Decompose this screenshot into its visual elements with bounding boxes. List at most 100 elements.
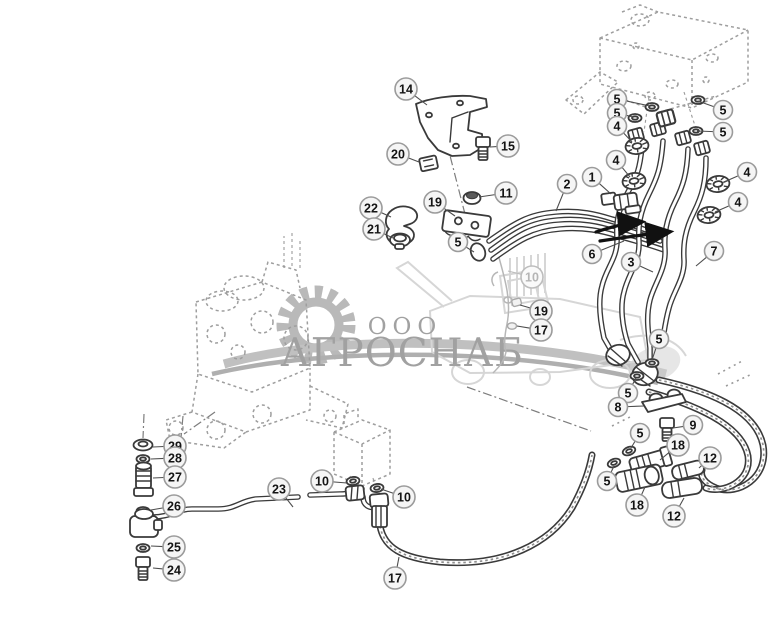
callout-4: 4 [714,191,749,213]
svg-text:17: 17 [388,571,402,585]
callout-19: 19 [423,190,456,217]
callout-3: 3 [620,251,654,273]
svg-text:4: 4 [744,165,751,179]
callout-5: 5 [617,377,639,404]
union-nuts [605,343,660,387]
callout-21: 21 [362,217,394,241]
svg-text:7: 7 [711,244,718,258]
callout-5: 5 [648,328,670,361]
clip-20 [418,154,439,173]
svg-text:4: 4 [614,119,621,133]
svg-text:5: 5 [625,386,632,400]
svg-text:1: 1 [589,170,596,184]
svg-text:6: 6 [589,247,596,261]
callout-10: 10 [380,485,416,509]
svg-text:5: 5 [656,332,663,346]
svg-text:10: 10 [525,270,539,284]
callout-5: 5 [696,121,734,143]
svg-text:4: 4 [735,195,742,209]
mounting-bracket-14 [415,94,488,157]
svg-text:28: 28 [168,451,182,465]
callout-4: 4 [606,115,633,143]
svg-text:25: 25 [167,540,181,554]
svg-text:5: 5 [614,106,621,120]
callout-19: 19 [519,299,553,323]
callout-1: 1 [581,166,612,195]
svg-text:8: 8 [615,400,622,414]
watermark-company-name: АГРОСНАБ [280,331,524,376]
svg-text:19: 19 [428,195,442,209]
svg-text:12: 12 [667,509,681,523]
phantom-valve-top-right [565,4,749,115]
callout-4: 4 [605,149,631,178]
svg-text:5: 5 [614,92,621,106]
callout-18: 18 [625,486,649,517]
callout-5: 5 [596,465,618,492]
callout-10: 10 [310,469,348,493]
callout-6: 6 [581,240,625,265]
callout-10: 10 [507,265,544,289]
callout-26: 26 [150,494,186,518]
svg-text:18: 18 [630,498,644,512]
callout-25: 25 [150,535,186,559]
callout-14: 14 [394,77,428,106]
hose-end-12-lower [661,477,703,499]
callout-2: 2 [555,173,578,212]
filter-fittings [344,475,390,528]
callout-7: 7 [695,240,725,267]
nut-11 [462,191,482,205]
svg-text:5: 5 [637,426,644,440]
svg-text:4: 4 [613,153,620,167]
callout-8: 8 [607,396,645,418]
fitting-stack [129,438,163,581]
callout-5: 5 [629,422,651,449]
callout-23: 23 [267,477,294,508]
coupler-18-lower [614,463,664,493]
callout-28: 28 [150,446,187,470]
hidden-pipe-faint [491,253,523,374]
callout-20: 20 [386,142,420,166]
hose-texture [379,379,765,564]
callout-24: 24 [152,558,186,582]
callout-12: 12 [698,446,722,470]
svg-text:23: 23 [272,482,286,496]
watermark-gear-icon [276,285,356,365]
phantom-valve-left [165,232,349,449]
callout-5: 5 [447,231,475,253]
svg-text:19: 19 [534,304,548,318]
svg-text:12: 12 [703,451,717,465]
svg-text:9: 9 [690,418,697,432]
svg-text:22: 22 [364,201,378,215]
svg-text:20: 20 [391,147,405,161]
svg-text:3: 3 [628,255,635,269]
callout-15: 15 [489,134,520,158]
svg-text:10: 10 [397,490,411,504]
callout-18: 18 [659,433,690,461]
clamp-8 [641,388,687,413]
callout-17: 17 [383,556,407,590]
svg-text:11: 11 [499,186,512,200]
svg-text:5: 5 [720,125,727,139]
callout-12: 12 [662,497,686,528]
callout-5: 5 [697,99,734,121]
callout-17: 17 [516,318,553,342]
svg-text:5: 5 [604,474,611,488]
svg-text:27: 27 [168,470,182,484]
callout-27: 27 [152,465,187,489]
bolt-15 [475,136,491,161]
watermark-org-form: ООО [368,314,443,340]
callout-22: 22 [359,196,392,220]
flow-arrows [594,211,675,248]
watermark-logo: ООО АГРОСНАБ [211,253,687,389]
svg-text:24: 24 [167,563,181,577]
phantom-filter-box [333,408,391,487]
callout-11: 11 [478,181,518,205]
callout-9: 9 [672,414,704,436]
svg-text:21: 21 [367,222,381,236]
callouts-layer: 5544554412141520111922215637101917558951… [150,77,758,590]
pipe-end-fitting-5 [469,242,487,262]
svg-text:14: 14 [399,82,413,96]
svg-text:2: 2 [564,177,571,191]
